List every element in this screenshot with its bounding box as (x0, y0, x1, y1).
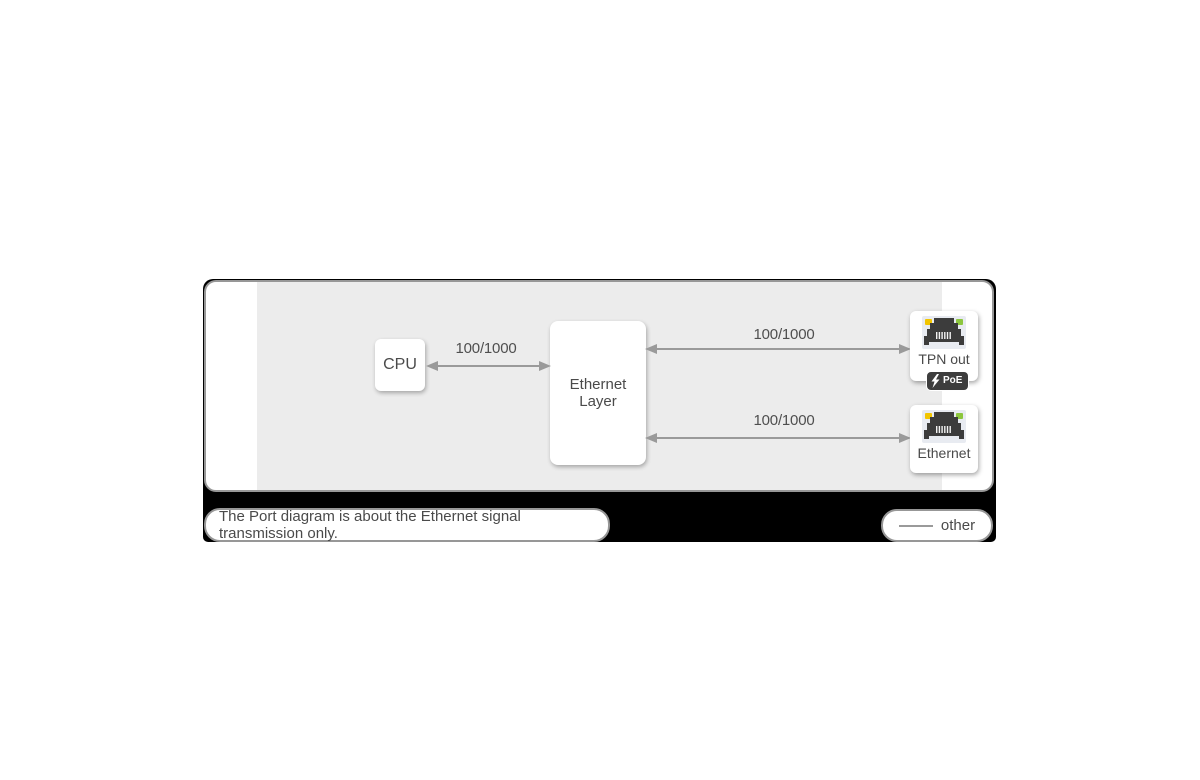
arrow-ethernet-layer-ethernet-icon (645, 433, 911, 443)
legend-line-icon (898, 524, 933, 527)
rj45-port-icon (922, 316, 966, 349)
poe-badge-label: PoE (943, 375, 963, 386)
note-box: The Port diagram is about the Ethernet s… (204, 508, 610, 542)
cpu-box: CPU (375, 339, 425, 391)
port-label: Ethernet (917, 445, 971, 461)
arrow-cpu-ethernet-layer-icon (426, 361, 551, 371)
poe-badge: PoE (926, 371, 970, 391)
arrow-ethernet-layer-tpn-icon (645, 344, 911, 354)
link-speed-label: 100/1000 (455, 340, 517, 357)
cpu-label: CPU (383, 356, 417, 373)
lightning-bolt-icon (931, 374, 940, 388)
port-ethernet: Ethernet (910, 405, 978, 473)
link-speed-label: 100/1000 (753, 412, 815, 429)
port-label: TPN out (918, 351, 970, 367)
ethernet-layer-label: Ethernet Layer (569, 375, 627, 410)
legend-box: other (881, 509, 993, 542)
port-tpn-out: TPN out (910, 311, 978, 381)
rj45-port-icon (922, 410, 966, 443)
link-speed-label: 100/1000 (753, 326, 815, 343)
ethernet-layer-box: Ethernet Layer (550, 321, 646, 465)
legend-label: other (940, 517, 976, 534)
note-text: The Port diagram is about the Ethernet s… (219, 508, 521, 542)
